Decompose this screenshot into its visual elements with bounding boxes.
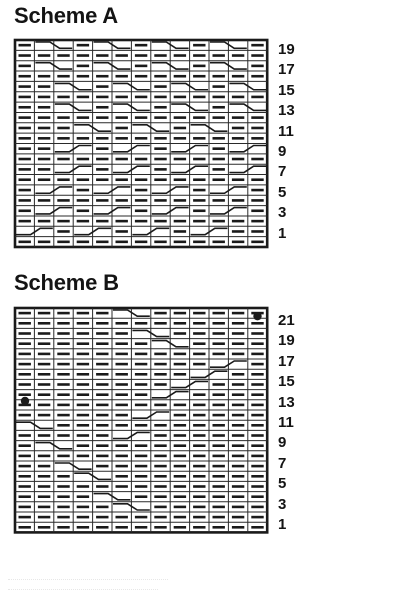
cable-diagonal-symbol: [132, 411, 170, 419]
scheme-a-row-label: 17: [278, 61, 295, 79]
faded-footer-text: [8, 570, 178, 592]
scheme-b-grid: [13, 306, 269, 534]
cable-diagonal-symbol: [93, 492, 131, 501]
cable-diagonal-symbol: [113, 503, 150, 511]
scheme-a-row-label: 5: [278, 183, 287, 201]
scheme-a-row-label: 9: [278, 143, 287, 160]
cable-diagonal-symbol: [132, 329, 170, 338]
cable-diagonal-symbol: [54, 103, 92, 112]
scheme-a-row-label: 13: [278, 102, 295, 120]
scheme-a-row-label: 11: [278, 122, 294, 140]
cable-diagonal-symbol: [229, 103, 267, 112]
cable-diagonal-symbol: [54, 144, 92, 153]
cable-diagonal-symbol: [113, 165, 150, 174]
cable-diagonal-symbol: [16, 421, 53, 430]
cable-diagonal-symbol: [171, 165, 208, 174]
cable-diagonal-symbol: [132, 124, 170, 132]
scheme-b-row-label: 13: [278, 393, 295, 411]
cable-diagonal-symbol: [132, 227, 170, 236]
scheme-a-row-label: 15: [278, 81, 295, 99]
cable-diagonal-symbol: [171, 103, 208, 112]
scheme-b-row-label: 11: [278, 414, 294, 431]
scheme-b-row-label: 21: [278, 312, 295, 329]
cable-diagonal-symbol: [74, 472, 111, 481]
scheme-b-row-label: 15: [278, 373, 295, 391]
cable-diagonal-symbol: [171, 144, 208, 153]
scheme-a-row-label: 3: [278, 204, 287, 222]
cable-diagonal-symbol: [93, 206, 131, 215]
bobble-dot-symbol: [20, 396, 30, 406]
cable-diagonal-symbol: [190, 124, 228, 132]
cable-diagonal-symbol: [54, 462, 92, 470]
scheme-b-row-label: 9: [278, 434, 287, 452]
cable-diagonal-symbol: [54, 165, 92, 174]
cable-diagonal-symbol: [113, 82, 150, 91]
cable-diagonal-symbol: [74, 227, 111, 236]
scheme-b-row-label: 1: [278, 516, 287, 533]
cable-diagonal-symbol: [113, 309, 150, 317]
cable-diagonal-symbol: [35, 441, 73, 450]
scheme-a-row-label: 1: [278, 224, 287, 242]
cable-diagonal-symbol: [190, 370, 228, 379]
cable-diagonal-symbol: [151, 390, 189, 399]
scheme-a-title: Scheme A: [14, 3, 118, 28]
cable-diagonal-symbol: [93, 61, 131, 70]
cable-diagonal-symbol: [74, 124, 111, 132]
scheme-b-row-label: 19: [278, 332, 295, 350]
scheme-b-row-label: 17: [278, 352, 295, 370]
scheme-b-title: Scheme B: [14, 270, 119, 295]
cable-diagonal-symbol: [93, 186, 131, 195]
cable-diagonal-symbol: [210, 360, 247, 368]
cable-diagonal-symbol: [113, 103, 150, 112]
cable-diagonal-symbol: [151, 186, 189, 195]
cable-diagonal-symbol: [113, 144, 150, 153]
cable-diagonal-symbol: [229, 165, 267, 174]
scheme-a-grid: [13, 38, 269, 249]
cable-diagonal-symbol: [151, 61, 189, 70]
cable-diagonal-symbol: [35, 206, 73, 215]
cable-diagonal-symbol: [151, 41, 189, 50]
cable-diagonal-symbol: [210, 41, 247, 50]
cable-diagonal-symbol: [210, 186, 247, 195]
scheme-a-row-label: 19: [278, 41, 295, 58]
cable-diagonal-symbol: [229, 82, 267, 91]
scheme-b-row-label: 7: [278, 454, 287, 472]
scheme-b-row-label: 5: [278, 475, 287, 493]
cable-diagonal-symbol: [190, 227, 228, 236]
cable-diagonal-symbol: [151, 339, 189, 348]
scheme-a-row-label: 7: [278, 163, 287, 181]
cable-diagonal-symbol: [171, 380, 208, 389]
cable-diagonal-symbol: [54, 82, 92, 91]
cable-diagonal-symbol: [229, 144, 267, 153]
cable-diagonal-symbol: [93, 41, 131, 50]
cable-diagonal-symbol: [35, 61, 73, 70]
cable-diagonal-symbol: [113, 431, 150, 440]
cable-diagonal-symbol: [151, 206, 189, 215]
cable-diagonal-symbol: [171, 82, 208, 91]
cable-diagonal-symbol: [35, 41, 73, 50]
scheme-b-row-label: 3: [278, 495, 287, 513]
cable-diagonal-symbol: [16, 227, 53, 236]
cable-diagonal-symbol: [210, 206, 247, 215]
bobble-dot-symbol: [253, 311, 262, 321]
cable-diagonal-symbol: [210, 61, 247, 70]
cable-diagonal-symbol: [35, 186, 73, 195]
